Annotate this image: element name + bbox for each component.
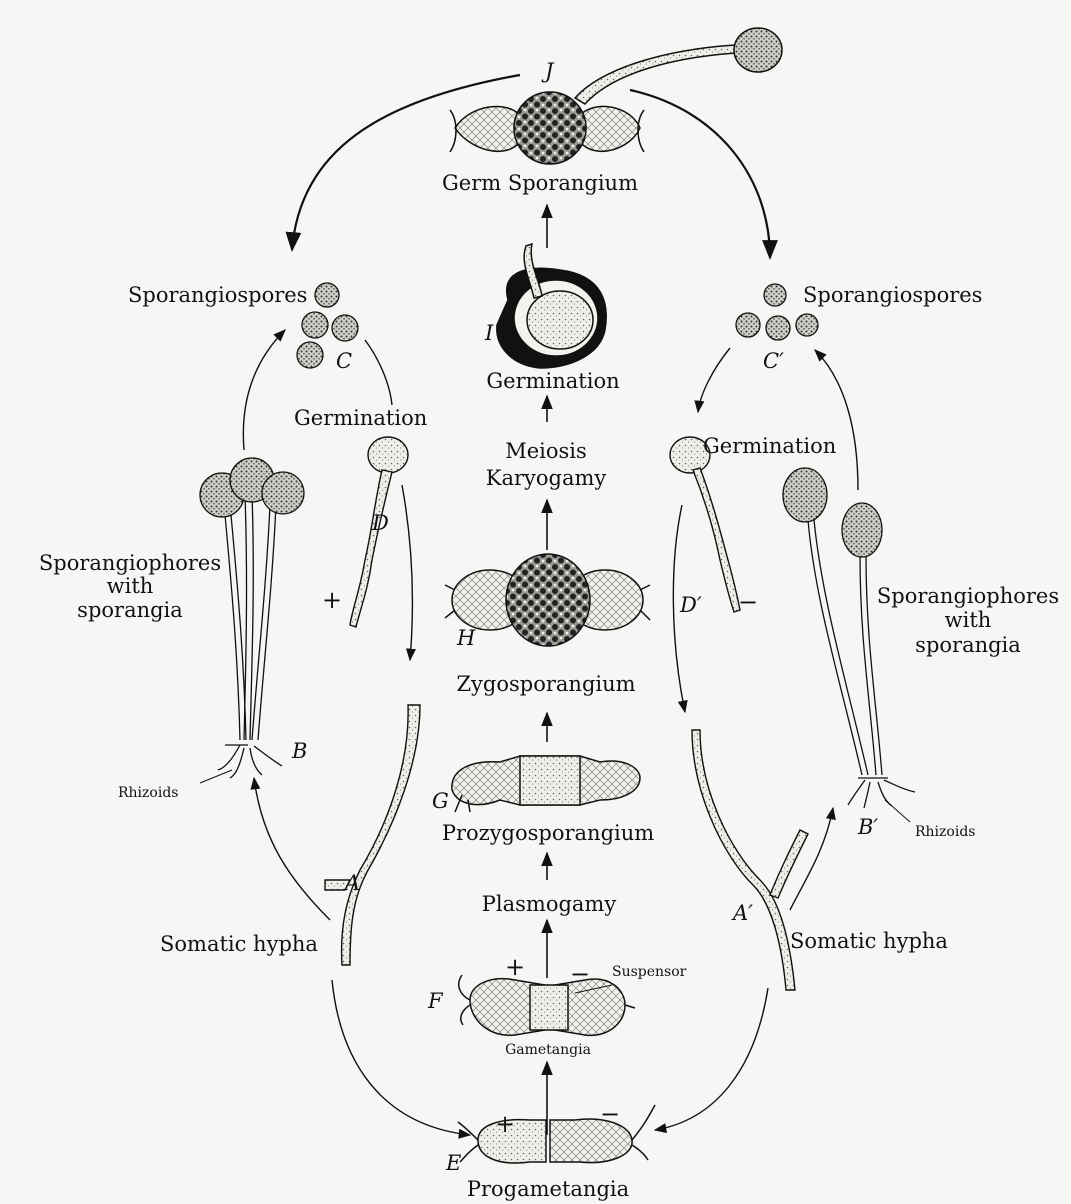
letter-h: H xyxy=(456,626,476,650)
label-sporangiophores-left-line2: with xyxy=(107,574,154,598)
arrow-j-to-c-prime xyxy=(630,90,770,258)
label-germ-sporangium: Germ Sporangium xyxy=(442,171,638,195)
label-suspensor: Suspensor xyxy=(612,964,687,980)
sign-minus-e: − xyxy=(600,1100,620,1128)
letter-a: A xyxy=(343,871,360,895)
label-sporangiophores-left-line1: Sporangiophores xyxy=(39,551,221,575)
letter-e: E xyxy=(445,1151,461,1175)
sign-plus-e: + xyxy=(495,1110,515,1138)
arrow-hypha-to-sporangiophore-left xyxy=(254,778,330,920)
letter-c: C xyxy=(336,349,352,373)
label-somatic-hypha-left: Somatic hypha xyxy=(160,932,318,956)
arrow-hypha-to-progametangia-left xyxy=(332,980,470,1135)
label-rhizoids-right: Rhizoids xyxy=(915,824,975,840)
letter-b-prime: B′ xyxy=(857,815,878,839)
label-somatic-hypha-right: Somatic hypha xyxy=(790,929,948,953)
progametangia-figure xyxy=(458,1105,655,1163)
prozygosporangium-figure xyxy=(452,756,640,812)
arrow-germling-to-hypha-left xyxy=(402,485,412,660)
letter-d: D xyxy=(371,511,389,535)
arrow-spores-to-germling-right xyxy=(698,348,730,412)
label-germination-right: Germination xyxy=(703,434,836,458)
label-meiosis: Meiosis xyxy=(505,439,587,463)
letter-j: J xyxy=(541,59,555,83)
sign-minus-f: − xyxy=(570,960,590,988)
letter-d-prime: D′ xyxy=(679,593,702,617)
label-progametangia: Progametangia xyxy=(467,1177,629,1201)
letter-i: I xyxy=(484,321,494,345)
label-sporangiospores-right: Sporangiospores xyxy=(803,283,982,307)
label-gametangia: Gametangia xyxy=(505,1042,591,1058)
label-zygosporangium: Zygosporangium xyxy=(456,672,635,696)
sporangiophores-left-figure xyxy=(200,458,304,778)
arrow-sporangiophore-to-spores-right xyxy=(815,350,858,490)
gametangia-figure xyxy=(459,975,635,1035)
arrow-spores-to-germling-left xyxy=(365,340,392,405)
zygosporangium-figure xyxy=(445,554,650,646)
germ-sporangium-figure xyxy=(450,28,782,164)
label-sporangiophores-left-line3: sporangia xyxy=(77,598,183,622)
germinating-zygospore-figure xyxy=(497,244,606,368)
leader-rhizoids-left xyxy=(200,770,232,783)
label-sporangiospores-left: Sporangiospores xyxy=(128,283,307,307)
label-prozygosporangium: Prozygosporangium xyxy=(442,821,654,845)
label-plasmogamy: Plasmogamy xyxy=(482,892,617,916)
arrow-j-to-c xyxy=(292,75,520,250)
somatic-hypha-left-figure xyxy=(325,705,420,965)
label-rhizoids-left: Rhizoids xyxy=(118,785,178,801)
arrow-hypha-to-progametangia-right xyxy=(655,988,768,1130)
label-germination-left: Germination xyxy=(294,406,427,430)
label-karyogamy: Karyogamy xyxy=(486,466,607,490)
letter-c-prime: C′ xyxy=(763,349,784,373)
sign-minus-d-prime: − xyxy=(738,588,758,616)
sign-plus-f: + xyxy=(505,953,525,981)
germling-right-figure xyxy=(670,437,740,612)
letter-f: F xyxy=(427,989,444,1013)
label-sporangiophores-right-line1: Sporangiophores xyxy=(877,584,1059,608)
letter-a-prime: A′ xyxy=(731,901,753,925)
letter-g: G xyxy=(432,789,449,813)
sign-plus-d: + xyxy=(322,586,342,614)
letter-b: B xyxy=(291,739,307,763)
label-sporangiophores-right-line3: sporangia xyxy=(915,633,1021,657)
leader-rhizoids-right xyxy=(885,800,910,822)
arrow-sporangiophore-to-spores-left xyxy=(243,330,285,450)
sporangiophores-right-figure xyxy=(783,468,915,808)
label-sporangiophores-right-line2: with xyxy=(945,608,992,632)
label-germination-center: Germination xyxy=(486,369,619,393)
